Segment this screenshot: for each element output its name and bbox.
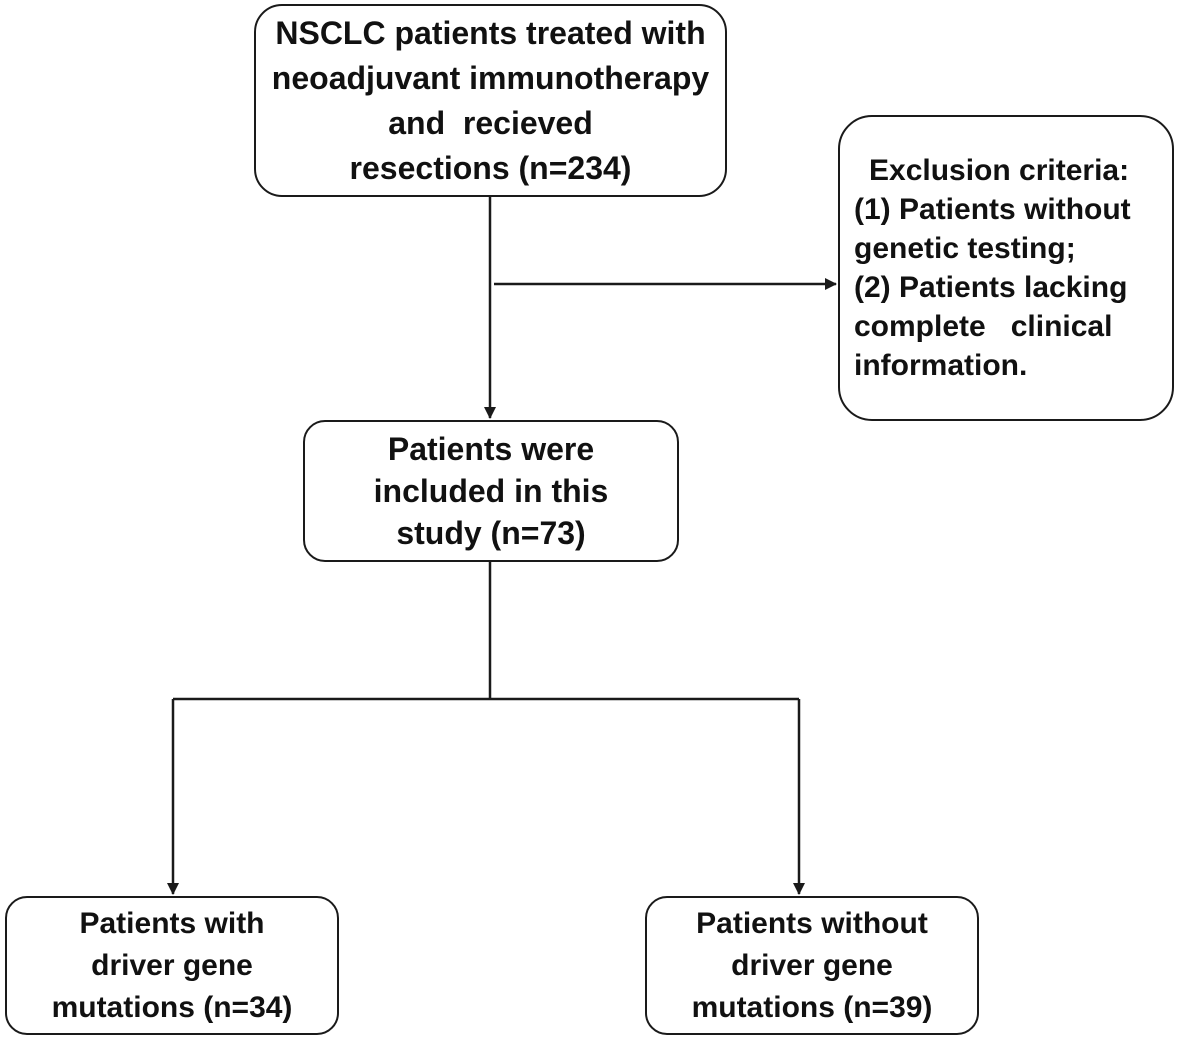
box-text-line: genetic testing; (854, 232, 1076, 265)
box-text-line: (2) Patients lacking (854, 271, 1128, 304)
exclusion-heading: Exclusion criteria: (869, 154, 1130, 187)
box-text-line: driver gene (731, 948, 893, 982)
box-text-line: neoadjuvant immunotherapy (271, 59, 710, 96)
box-text-line: resections (n=234) (349, 149, 632, 186)
box-text-line: information. (854, 349, 1028, 382)
box-text-line: included in this (373, 473, 609, 509)
box-text-line: study (n=73) (396, 515, 586, 551)
box-text-line: Patients with (79, 906, 265, 940)
box-text-line: mutations (n=34) (51, 990, 293, 1024)
included-cohort-box: Patients were included in this study (n=… (303, 420, 679, 562)
exclusion-criteria-box: Exclusion criteria: (1) Patients without… (838, 115, 1174, 421)
box-text-line: Patients without (696, 906, 928, 940)
initial-cohort-box: NSCLC patients treated with neoadjuvant … (254, 4, 727, 197)
box-text-line: NSCLC patients treated with (275, 14, 706, 51)
box-text-line: (1) Patients without (854, 193, 1131, 226)
with-mutations-box: Patients with driver gene mutations (n=3… (5, 896, 339, 1035)
box-text-line: and recieved (388, 104, 593, 141)
box-text-line: driver gene (91, 948, 253, 982)
box-text-line: complete clinical (854, 310, 1113, 343)
without-mutations-box: Patients without driver gene mutations (… (645, 896, 979, 1035)
box-text-line: mutations (n=39) (691, 990, 933, 1024)
box-text-line: Patients were (387, 431, 595, 467)
